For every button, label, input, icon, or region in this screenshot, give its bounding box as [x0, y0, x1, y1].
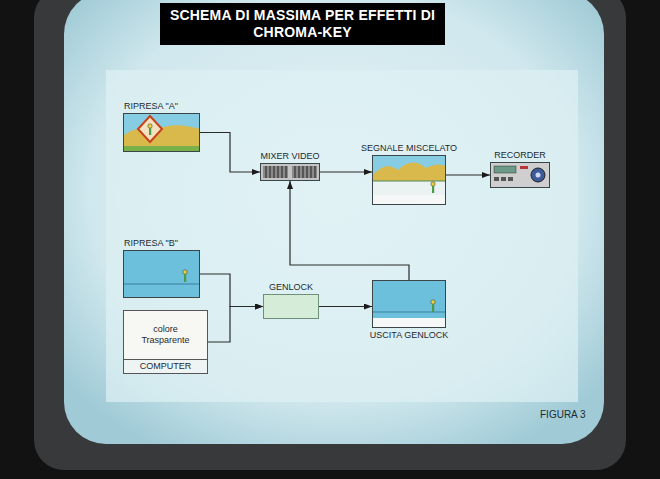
genlock-box: GENLOCK [263, 294, 319, 319]
monitor-bezel [34, 0, 626, 470]
genlock-output-picture [372, 280, 446, 328]
landscape-picture [123, 113, 200, 152]
signal-arrow [200, 274, 263, 307]
computer-box: colore TrasparenteCOMPUTER [123, 310, 208, 374]
node-heading: MIXER VIDEO [260, 151, 319, 162]
signal-arrow [319, 306, 372, 307]
recorder-box: RECORDER [490, 162, 550, 188]
mixed-signal-box: SEGNALE MISCELATO [372, 155, 446, 205]
node-heading: RECORDER [494, 150, 546, 161]
diagram-panel [106, 70, 578, 402]
mixer-device [260, 163, 320, 181]
signal-arrow [208, 307, 263, 343]
title-banner: SCHEMA DI MASSIMA PER EFFETTI DI CHROMA-… [160, 3, 445, 45]
signal-arrow [320, 171, 372, 172]
mixed-picture [372, 155, 446, 205]
camera-shot-box: RIPRESA "A" [123, 113, 200, 152]
signal-arrow [446, 174, 490, 175]
mixer-box: MIXER VIDEO [260, 163, 320, 181]
figure-number: FIGURA 3 [540, 409, 586, 420]
bluescreen-picture [123, 250, 200, 298]
node-heading: RIPRESA "A" [124, 101, 178, 112]
node-heading: USCITA GENLOCK [370, 330, 448, 341]
recorder-device [490, 162, 550, 188]
signal-arrow [290, 181, 409, 280]
monitor-screen [64, 0, 604, 444]
node-heading: SEGNALE MISCELATO [361, 143, 457, 154]
node-heading: GENLOCK [269, 282, 313, 293]
genlock-output-box: USCITA GENLOCK [372, 280, 446, 328]
box-text: colore Trasparente [124, 311, 207, 359]
signal-arrow [200, 133, 260, 173]
camera-shot-box: RIPRESA "B" [123, 250, 200, 298]
node-heading: RIPRESA "B" [124, 238, 178, 249]
box-text: COMPUTER [124, 359, 207, 373]
